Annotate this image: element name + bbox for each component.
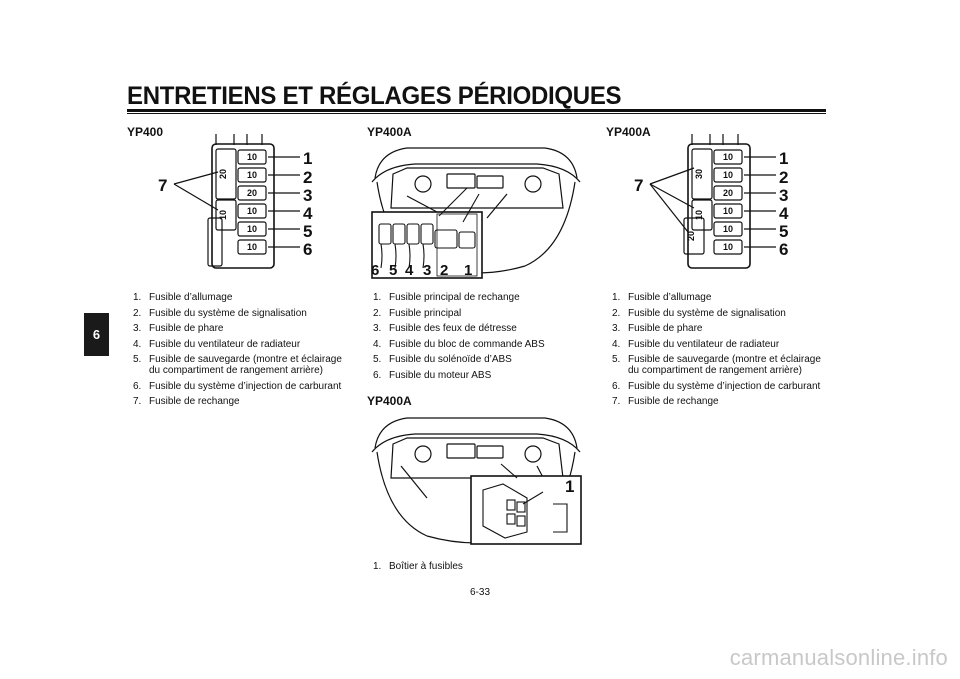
legend-item: 7.Fusible de rechange: [612, 396, 719, 408]
legend-item: 4.Fusible du ventilateur de radiateur: [133, 338, 301, 350]
fuse-rating: 10: [723, 152, 733, 162]
callout-5: 5: [779, 222, 788, 241]
callout-5: 5: [389, 262, 397, 279]
legend-item: 1.Fusible d’allumage: [612, 292, 712, 303]
callout-7: 7: [158, 176, 167, 195]
callout-6: 6: [371, 262, 379, 279]
legend-item: 2.Fusible du système de signalisation: [133, 307, 307, 319]
fuse-rating: 10: [723, 242, 733, 252]
fuse-rating: 10: [247, 242, 257, 252]
legend-item: 6.Fusible du système d’injection de carb…: [133, 380, 342, 392]
callout-1: 1: [303, 149, 312, 168]
abs-fuse-diagram: 6 5 4 3 2 1: [371, 147, 581, 279]
callout-7: 7: [634, 176, 643, 195]
header-rule-thin: [127, 113, 826, 114]
callout-3: 3: [423, 262, 431, 279]
fuse-rating: 20: [723, 188, 733, 198]
legend-item: 2.Fusible du système de signalisation: [612, 307, 786, 319]
callout-1: 1: [464, 262, 472, 279]
callout-2: 2: [440, 262, 448, 279]
spare-fuse-rating: 10: [694, 210, 704, 220]
legend-item: 3.Fusible de phare: [133, 323, 224, 334]
legend-item: 2.Fusible principal: [373, 307, 462, 319]
callout-3: 3: [779, 186, 788, 205]
callout-2: 2: [779, 168, 788, 187]
fuse-box-diagram-yp400a: 10 10 20 10 10 10 30 10 20 1 2 3 4 5 6 7: [634, 134, 789, 269]
callout-3: 3: [303, 186, 312, 205]
fuse-rating: 10: [247, 152, 257, 162]
legend-item: 7.Fusible de rechange: [133, 396, 240, 408]
legend-item: 3.Fusible de phare: [612, 323, 703, 334]
watermark[interactable]: carmanualsonline.info: [729, 645, 948, 670]
fuse-rating: 10: [247, 224, 257, 234]
callout-1: 1: [565, 477, 574, 496]
callout-4: 4: [405, 262, 414, 279]
fuse-rating: 10: [723, 170, 733, 180]
legend-item: 6.Fusible du moteur ABS: [373, 369, 492, 381]
fuse-rating: 20: [247, 188, 257, 198]
callout-6: 6: [779, 240, 788, 259]
model-label-yp400a-fusebox: YP400A: [367, 394, 412, 408]
spare-fuse-rating: 30: [694, 169, 704, 179]
legend-item: 5.Fusible de sauvegarde (montre et éclai…: [133, 354, 342, 377]
callout-4: 4: [303, 204, 313, 223]
fuse-rating: 10: [247, 170, 257, 180]
legend-item: 5.Fusible de sauvegarde (montre et éclai…: [612, 354, 821, 377]
callout-5: 5: [303, 222, 312, 241]
callout-1: 1: [779, 149, 788, 168]
page-title: ENTRETIENS ET RÉGLAGES PÉRIODIQUES: [127, 82, 622, 110]
fuse-rating: 10: [723, 206, 733, 216]
legend-item: 1.Boîtier à fusibles: [373, 561, 463, 572]
legend-yp400: 1.Fusible d’allumage 2.Fusible du systèm…: [133, 292, 348, 412]
callout-4: 4: [779, 204, 789, 223]
callout-2: 2: [303, 168, 312, 187]
fuse-rating: 10: [723, 224, 733, 234]
model-label-yp400a-abs: YP400A: [367, 125, 412, 139]
legend-item: 4.Fusible du bloc de commande ABS: [373, 338, 545, 350]
legend-item: 5.Fusible du solénoïde d’ABS: [373, 354, 512, 365]
model-label-yp400a: YP400A: [606, 125, 651, 139]
legend-item: 4.Fusible du ventilateur de radiateur: [612, 338, 780, 350]
fuse-box-location-diagram: 1: [371, 417, 582, 545]
legend-item: 3.Fusible des feux de détresse: [373, 323, 517, 334]
fuse-box-diagram-yp400: 10 10 20 10 10 10 20 10 1 2 3 4 5 6 7: [158, 134, 313, 269]
model-label-yp400: YP400: [127, 125, 164, 139]
callout-6: 6: [303, 240, 312, 259]
page-number: 6-33: [469, 587, 490, 598]
legend-yp400a-abs: 1.Fusible principal de rechange 2.Fusibl…: [373, 292, 588, 385]
spare-fuse-rating: 10: [218, 210, 228, 220]
spare-fuse-rating: 20: [686, 231, 696, 241]
spare-fuse-rating: 20: [218, 169, 228, 179]
chapter-tab[interactable]: 6: [84, 313, 109, 356]
legend-yp400a: 1.Fusible d’allumage 2.Fusible du systèm…: [612, 292, 827, 412]
fuse-rating: 10: [247, 206, 257, 216]
header-rule: [127, 109, 826, 112]
legend-item: 1.Fusible d’allumage: [133, 292, 233, 303]
legend-fusebox: 1.Boîtier à fusibles: [373, 561, 588, 577]
legend-item: 1.Fusible principal de rechange: [373, 292, 520, 303]
legend-item: 6.Fusible du système d’injection de carb…: [612, 380, 821, 392]
